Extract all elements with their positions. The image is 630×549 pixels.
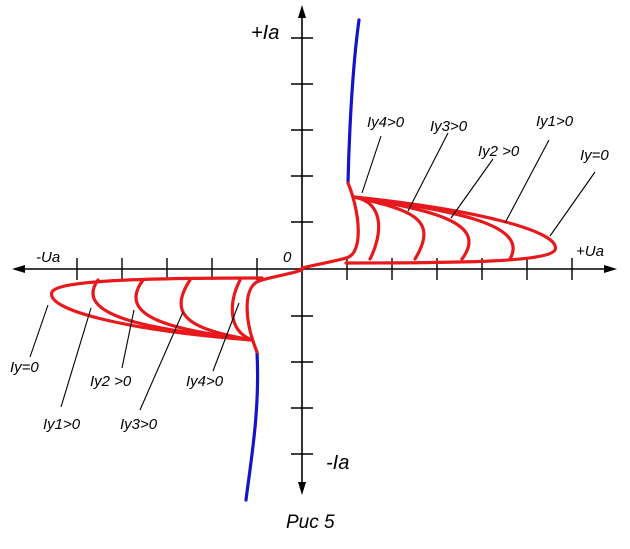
y-axis-arrow-down xyxy=(298,482,306,495)
curve-label-iy4: Iy4>0 xyxy=(367,114,405,131)
y-axis-ticks xyxy=(291,37,313,455)
axes xyxy=(12,5,617,495)
x-axis-arrow-left xyxy=(12,265,25,273)
leader-iy3 xyxy=(407,132,449,212)
x-axis-arrow-right xyxy=(604,265,617,273)
leader-neg-iy3 xyxy=(139,311,184,411)
breakdown-branch-negative xyxy=(244,350,260,502)
leader-neg-iy4 xyxy=(212,302,240,372)
curve-label-iy3: Iy3>0 xyxy=(430,118,468,135)
curve-label-iy2: Iy2 >0 xyxy=(478,143,520,160)
leader-iy1 xyxy=(504,139,550,224)
curve-label-neg-iy3: Iy3>0 xyxy=(120,416,158,433)
origin-label: 0 xyxy=(283,249,292,266)
curve-neg-iy4 xyxy=(230,278,254,342)
leader-iy4 xyxy=(361,135,382,194)
leader-neg-iy0 xyxy=(29,304,49,358)
curve-label-neg-iy4: Iy4>0 xyxy=(186,373,224,390)
figure-caption: Рис 5 xyxy=(286,512,335,533)
y-axis-negative-label: -Ia xyxy=(326,452,349,474)
y-axis-arrow-up xyxy=(298,5,306,18)
y-axis-positive-label: +Ia xyxy=(251,22,279,44)
leader-lines xyxy=(29,132,596,411)
leader-neg-iy1 xyxy=(60,307,92,408)
breakdown-branch-positive xyxy=(346,18,361,185)
curve-neg-iy0 xyxy=(50,276,264,342)
leader-iy2 xyxy=(450,158,494,219)
characteristic-curves xyxy=(50,18,557,502)
red-curve-family xyxy=(50,181,557,354)
curve-label-iy1: Iy1>0 xyxy=(536,113,574,130)
curve-label-neg-iy2: Iy2 >0 xyxy=(90,373,132,390)
leader-neg-iy2 xyxy=(121,309,135,369)
x-axis-positive-label: +Ua xyxy=(576,243,604,260)
curve-label-neg-iy0: Iy=0 xyxy=(10,359,39,376)
curve-label-neg-iy1: Iy1>0 xyxy=(43,416,81,433)
curve-label-iy0: Iy=0 xyxy=(580,147,609,164)
x-axis-negative-label: -Ua xyxy=(36,249,60,266)
curve-iy0 xyxy=(344,195,557,265)
curve-negative-envelope xyxy=(245,268,304,354)
leader-iy0 xyxy=(549,171,596,237)
curve-positive-envelope xyxy=(300,181,360,270)
